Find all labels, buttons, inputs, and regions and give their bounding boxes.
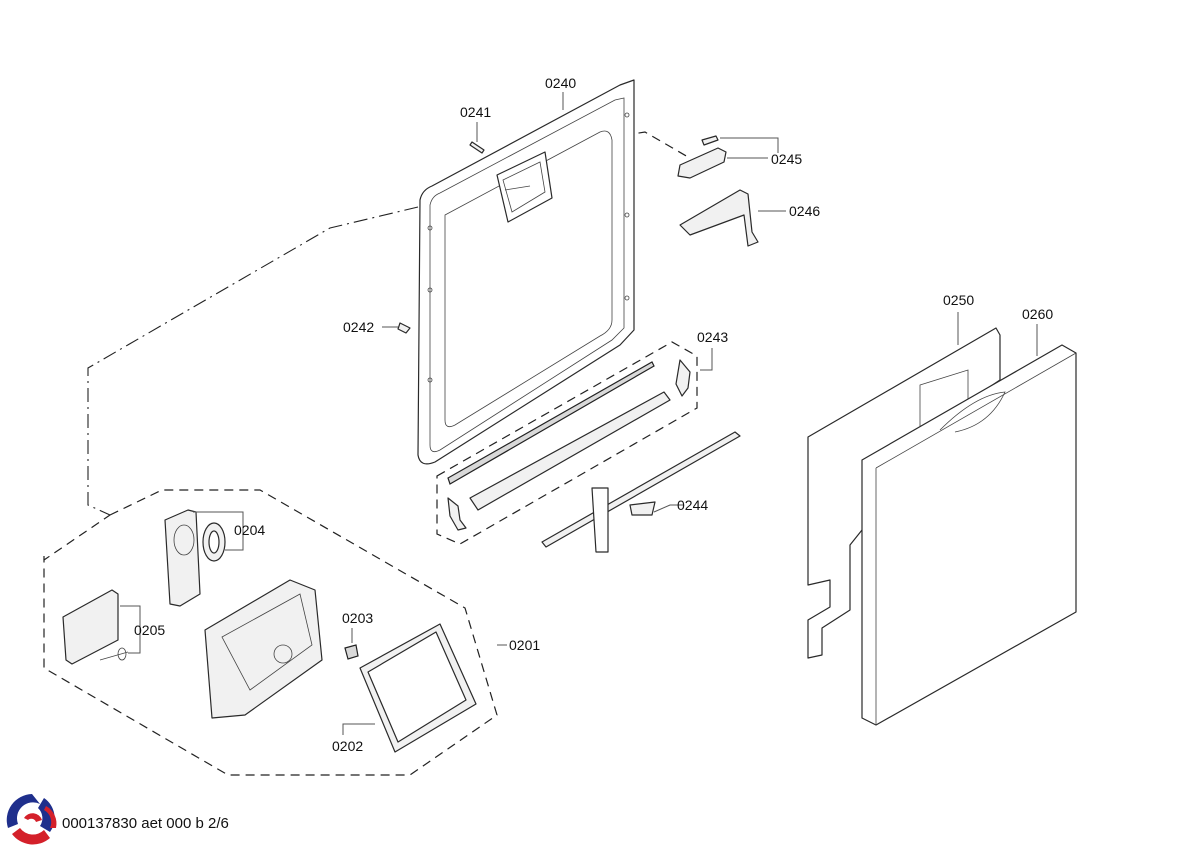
callout-0260: 0260 (1022, 306, 1053, 322)
part-0203-clip[interactable] (344, 644, 359, 660)
callout-0240: 0240 (545, 75, 576, 91)
part-0245-lock[interactable] (677, 135, 727, 179)
callout-0244: 0244 (677, 497, 708, 513)
leader-lines (120, 92, 1038, 735)
callout-0202: 0202 (332, 738, 363, 754)
part-0241-screw[interactable] (469, 141, 485, 154)
callout-0250: 0250 (943, 292, 974, 308)
group-0243-outline (436, 341, 698, 545)
part-dispenser-body[interactable] (204, 579, 323, 719)
part-0243-seal-kit[interactable] (447, 359, 691, 531)
part-0246-latch[interactable] (679, 189, 759, 247)
callout-0245: 0245 (771, 151, 802, 167)
part-0244-rail[interactable] (541, 431, 741, 553)
callout-0242: 0242 (343, 319, 374, 335)
part-0204-rinse-cap[interactable] (164, 509, 226, 607)
callout-0205: 0205 (134, 622, 165, 638)
part-0242-screw[interactable] (397, 322, 411, 334)
group-0201-outline-main (43, 489, 498, 776)
assembly-connector-line (87, 206, 419, 516)
drawing-reference: 000137830 aet 000 b 2/6 (62, 815, 229, 832)
part-0205-lid[interactable] (62, 589, 129, 665)
callout-0246: 0246 (789, 203, 820, 219)
callout-0204: 0204 (234, 522, 265, 538)
callout-0201: 0201 (509, 637, 540, 653)
callout-0203: 0203 (342, 610, 373, 626)
brand-swirl-logo (6, 794, 57, 845)
part-0240-inner-door[interactable] (417, 79, 635, 465)
part-0260-outer-panel[interactable] (861, 344, 1077, 726)
callout-0243: 0243 (697, 329, 728, 345)
callout-0241: 0241 (460, 104, 491, 120)
part-0202-seal[interactable] (359, 623, 477, 753)
lock-connector-line (519, 131, 689, 158)
